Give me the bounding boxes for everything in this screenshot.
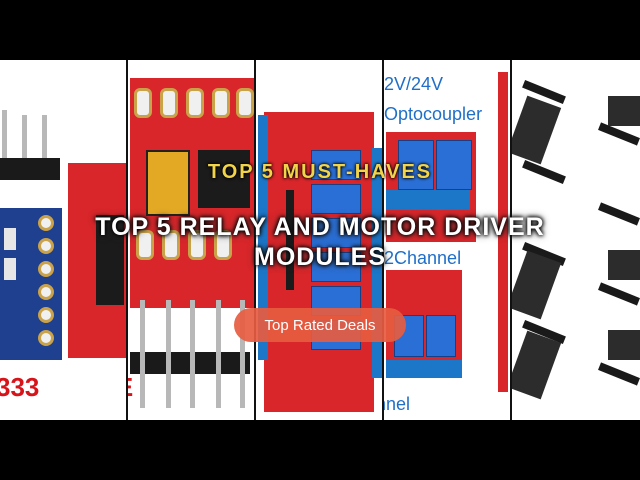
pcb-hole	[160, 88, 178, 118]
panel-relay-2ch: 2V/24V Optocoupler 2Channel nnel	[384, 60, 511, 420]
panel-label: 333	[0, 372, 40, 402]
pin-strip	[598, 202, 640, 226]
pcb-hole	[38, 284, 54, 300]
relay	[311, 218, 361, 248]
pcb-hole	[38, 261, 54, 277]
header-pin	[2, 110, 7, 170]
spec-text: 2V/24V	[384, 74, 444, 94]
pcb-blue-board	[608, 250, 640, 280]
pcb-hole	[134, 88, 152, 118]
capacitor	[146, 150, 190, 216]
header-pin	[42, 115, 47, 170]
chip	[4, 258, 16, 280]
panel-divider	[126, 60, 128, 420]
pcb-blue-board	[608, 96, 640, 126]
header-pin	[22, 115, 27, 170]
pcb-hole	[212, 88, 230, 118]
relay	[426, 315, 456, 357]
spec-text: 2Channel	[384, 248, 462, 268]
panel-label: TE	[128, 372, 133, 403]
screw-terminal	[258, 115, 268, 360]
header-pin	[216, 300, 221, 408]
pcb-hole	[236, 88, 254, 118]
panel-divider	[382, 60, 384, 420]
pcb-hole	[38, 330, 54, 346]
pcb-hole	[162, 230, 180, 260]
header-pin	[498, 72, 508, 392]
screw-terminal	[372, 148, 382, 378]
led	[286, 190, 294, 290]
relay	[398, 140, 434, 190]
pcb-hole	[38, 215, 54, 231]
pcb-hole	[188, 230, 206, 260]
screw-terminal	[386, 190, 470, 210]
header-pin	[140, 300, 145, 408]
header-pin	[190, 300, 195, 408]
pin-header	[0, 158, 60, 180]
panel-relay-8ch	[256, 60, 383, 420]
relay	[311, 150, 361, 180]
pcb-blue-board	[512, 95, 562, 165]
panel-motor-driver: TE	[128, 60, 255, 420]
header-pin	[240, 300, 245, 408]
relay	[311, 252, 361, 282]
top-rated-deals-button[interactable]: Top Rated Deals	[234, 308, 406, 342]
pcb-hole	[38, 307, 54, 323]
product-collage: 333 TE 2V/24V	[0, 60, 640, 420]
pcb-blue-board	[608, 330, 640, 360]
spec-text: Optocoupler	[384, 104, 483, 124]
header-pin	[166, 300, 171, 408]
driver-chip	[198, 150, 250, 208]
pcb-hole	[38, 238, 54, 254]
panel-breakout-modules	[512, 60, 640, 420]
spec-text: nnel	[384, 394, 411, 414]
chip	[4, 228, 16, 250]
letterbox-bottom	[0, 420, 640, 480]
pin-strip	[598, 282, 640, 306]
video-subtitle: TOP 5 MUST-HAVES	[207, 161, 433, 183]
panel-divider	[254, 60, 256, 420]
letterbox-top	[0, 0, 640, 60]
pin-strip	[598, 362, 640, 386]
panel-divider	[510, 60, 512, 420]
pcb-blue-board	[512, 330, 562, 400]
pcb-hole	[214, 230, 232, 260]
relay	[436, 140, 472, 190]
panel-level-shifter: 333	[0, 60, 127, 420]
screw-terminal	[386, 360, 462, 378]
chip	[96, 215, 124, 305]
video-title: TOP 5 RELAY AND MOTOR DRIVER MODULES	[95, 213, 545, 271]
relay	[311, 184, 361, 214]
pcb-hole	[186, 88, 204, 118]
pcb-hole	[136, 230, 154, 260]
